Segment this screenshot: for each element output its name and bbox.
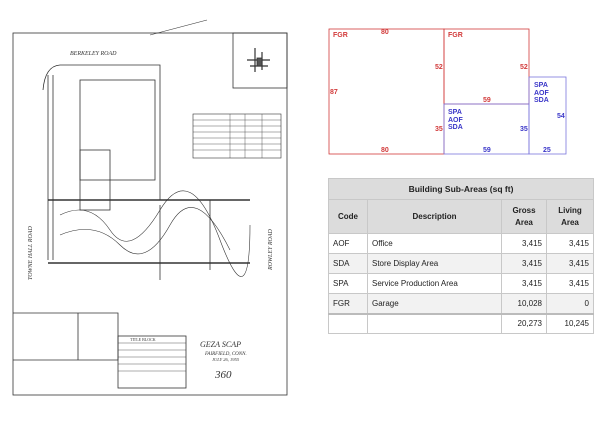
road-label-rowley: ROWLEY ROAD xyxy=(268,229,274,271)
cell-gross: 3,415 xyxy=(501,233,547,254)
label-fgr-2: FGR xyxy=(448,32,463,39)
cell-living: 3,415 xyxy=(546,273,594,294)
cell-gross: 10,028 xyxy=(501,293,547,314)
total-gross: 20,273 xyxy=(501,313,547,334)
key-map-box xyxy=(232,32,288,89)
total-living: 10,245 xyxy=(546,313,594,334)
cell-living: 0 xyxy=(546,293,594,314)
cell-code: AOF xyxy=(328,233,368,254)
site-plan-drawing: BERKELEY ROAD TOWNE HALL ROAD ROWLEY ROA… xyxy=(12,19,288,396)
plan-border xyxy=(12,32,288,396)
cell-description: Service Production Area xyxy=(367,273,502,294)
dim-inner-59: 59 xyxy=(483,97,491,104)
table-title: Building Sub-Areas (sq ft) xyxy=(328,178,594,200)
location: FAIRFIELD, CONN. xyxy=(204,352,247,357)
sub-areas-table: Building Sub-Areas (sq ft) Code Descript… xyxy=(328,178,594,334)
cell-code: SDA xyxy=(328,253,368,274)
owner-name: GEZA SCAP xyxy=(200,340,241,349)
cell-description: Store Display Area xyxy=(367,253,502,274)
dim-top-80: 80 xyxy=(381,29,389,36)
fgr-area-1 xyxy=(328,28,445,155)
cell-living: 3,415 xyxy=(546,233,594,254)
cell-code: FGR xyxy=(328,293,368,314)
dim-35-a: 35 xyxy=(435,126,443,133)
cell-description: Garage xyxy=(367,293,502,314)
dim-bottom-59: 59 xyxy=(483,147,491,154)
dim-54: 54 xyxy=(557,113,565,120)
cell-code: SPA xyxy=(328,273,368,294)
cell-gross: 3,415 xyxy=(501,273,547,294)
cell-living: 3,415 xyxy=(546,253,594,274)
header-code: Code xyxy=(328,199,368,234)
road-label-towne-hall: TOWNE HALL ROAD xyxy=(28,226,34,280)
fgr-area-2 xyxy=(443,28,530,105)
dim-left-87: 87 xyxy=(330,89,338,96)
cell-description: Office xyxy=(367,233,502,254)
sheet-number: 360 xyxy=(214,369,232,381)
date: JULY 26, 1955 xyxy=(212,357,240,363)
road-label-berkeley: BERKELEY ROAD xyxy=(70,51,117,57)
title-block-label: TITLE BLOCK xyxy=(130,337,156,342)
dim-bottom-25: 25 xyxy=(543,147,551,154)
dim-35-b: 35 xyxy=(520,126,528,133)
dim-52-a: 52 xyxy=(435,64,443,71)
header-description: Description xyxy=(367,199,502,234)
cell-gross: 3,415 xyxy=(501,253,547,274)
label-fgr-1: FGR xyxy=(333,32,348,39)
dim-bottom-80: 80 xyxy=(381,147,389,154)
dim-52-b: 52 xyxy=(520,64,528,71)
